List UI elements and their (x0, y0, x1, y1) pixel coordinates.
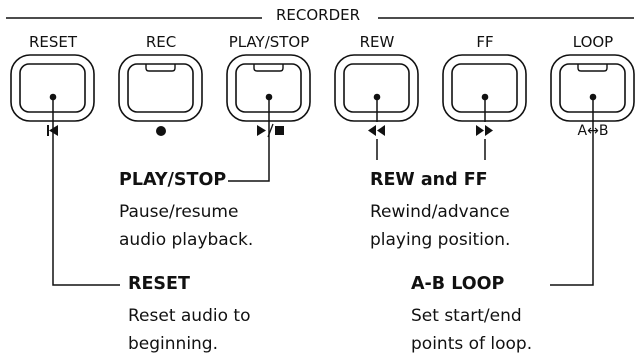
loop-button[interactable] (550, 54, 635, 122)
leader-loop (550, 93, 597, 286)
ab-loop-callout-line1: Set start/end (411, 306, 522, 326)
panel-title: RECORDER (270, 6, 367, 24)
reset-button-label: RESET (28, 33, 78, 51)
reset-button[interactable] (10, 54, 95, 122)
play-stop-button[interactable] (226, 54, 311, 122)
rew-ff-callout-line1: Rewind/advance (370, 202, 510, 222)
leader-play-stop (228, 93, 273, 182)
loop-led (577, 64, 608, 72)
ff-button-label: FF (476, 33, 494, 51)
play-stop-callout-line1: Pause/resume (119, 202, 239, 222)
loop-button-label: LOOP (572, 33, 614, 51)
rew-ff-callout-heading: REW and FF (370, 170, 488, 190)
ab-loop-callout-heading: A-B LOOP (411, 274, 505, 294)
play-stop-icon (257, 123, 284, 138)
ab-loop-icon: A↔B (577, 123, 609, 139)
rec-led (145, 64, 176, 72)
rec-button-label: REC (145, 33, 177, 51)
record-dot-icon (156, 126, 166, 136)
rew-button-label: REW (359, 33, 395, 51)
ff-button[interactable] (442, 54, 527, 122)
rew-button[interactable] (334, 54, 419, 122)
rec-button[interactable] (118, 54, 203, 122)
play-stop-button-label: PLAY/STOP (228, 33, 310, 51)
leader-ff (481, 93, 489, 160)
fast-forward-icon (476, 125, 493, 136)
reset-callout-heading: RESET (128, 274, 190, 294)
reset-callout-line1: Reset audio to (128, 306, 251, 326)
leader-rew (373, 93, 381, 160)
leader-reset (49, 93, 120, 286)
ab-loop-callout-line2: points of loop. (411, 334, 533, 354)
play-stop-callout-line2: audio playback. (119, 230, 254, 250)
rew-ff-callout-line2: playing position. (370, 230, 511, 250)
play-stop-callout-heading: PLAY/STOP (119, 170, 227, 190)
play-stop-led (253, 64, 284, 72)
reset-callout-line2: beginning. (128, 334, 219, 354)
rewind-icon (368, 125, 385, 136)
